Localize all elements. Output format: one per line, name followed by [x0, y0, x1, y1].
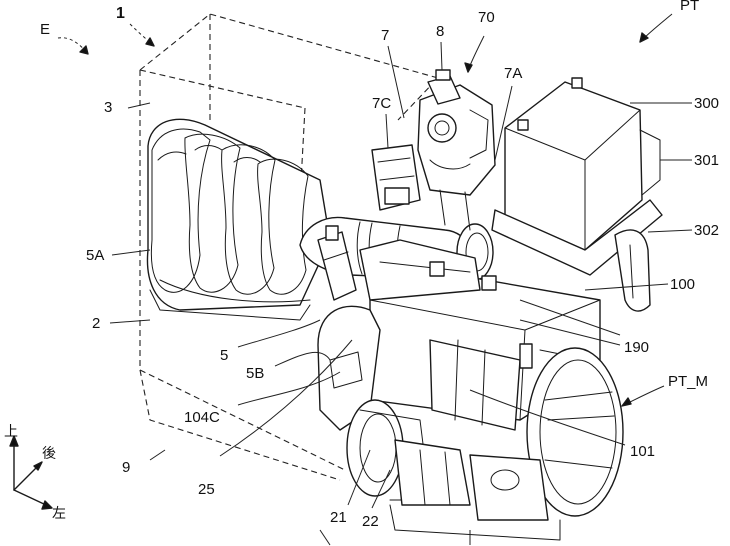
- label-100: 100: [670, 276, 695, 293]
- legend-rear: 後: [42, 446, 56, 462]
- label-104C: 104C: [184, 409, 220, 426]
- label-5A: 5A: [86, 247, 104, 264]
- legend-up: 上: [4, 424, 18, 440]
- intake-manifold: [146, 118, 331, 321]
- transmission-cover: [526, 347, 624, 517]
- label-25: 25: [198, 481, 215, 498]
- direction-legend: [9, 435, 53, 510]
- label-70: 70: [478, 9, 495, 26]
- label-PT: PT: [680, 0, 699, 14]
- label-5: 5: [220, 347, 228, 364]
- phantom-engine-box: [139, 13, 440, 481]
- label-300: 300: [694, 95, 719, 112]
- leader-lines: [109, 41, 693, 546]
- reference-arrows: [57, 13, 673, 407]
- label-PT_M: PT_M: [668, 373, 708, 390]
- battery-assembly: [491, 77, 663, 312]
- label-302: 302: [694, 222, 719, 239]
- label-8: 8: [436, 23, 444, 40]
- label-21: 21: [330, 509, 347, 526]
- label-9: 9: [122, 459, 130, 476]
- label-22: 22: [362, 513, 379, 530]
- label-7A: 7A: [504, 65, 522, 82]
- label-1: 1: [116, 5, 125, 22]
- label-7C: 7C: [372, 95, 391, 112]
- actuator-assembly: [417, 69, 496, 231]
- label-190: 190: [624, 339, 649, 356]
- label-101: 101: [630, 443, 655, 460]
- label-3: 3: [104, 99, 112, 116]
- label-301: 301: [694, 152, 719, 169]
- sensor-connector: [317, 225, 357, 301]
- engine-block: [359, 239, 601, 431]
- part-labels: E 1 PT 3 7 8 70 7A 7C 300 301 302 5A 100…: [40, 0, 719, 530]
- label-E: E: [40, 21, 50, 38]
- legend-left: 左: [52, 506, 66, 522]
- direction-legend-labels: 上 後 左: [4, 424, 66, 522]
- label-2: 2: [92, 315, 100, 332]
- lower-engine: [317, 305, 561, 541]
- label-7: 7: [381, 27, 389, 44]
- label-5B: 5B: [246, 365, 264, 382]
